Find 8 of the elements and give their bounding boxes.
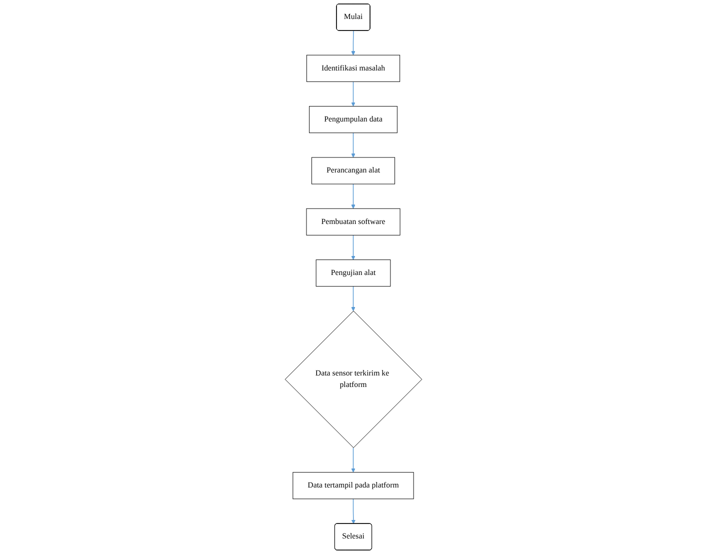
arrow <box>351 184 356 209</box>
arrow <box>351 30 356 56</box>
arrow <box>351 447 356 473</box>
arrow <box>351 81 356 106</box>
arrow <box>351 286 356 312</box>
arrow <box>351 498 356 524</box>
arrow <box>351 234 356 260</box>
arrow <box>351 132 356 158</box>
